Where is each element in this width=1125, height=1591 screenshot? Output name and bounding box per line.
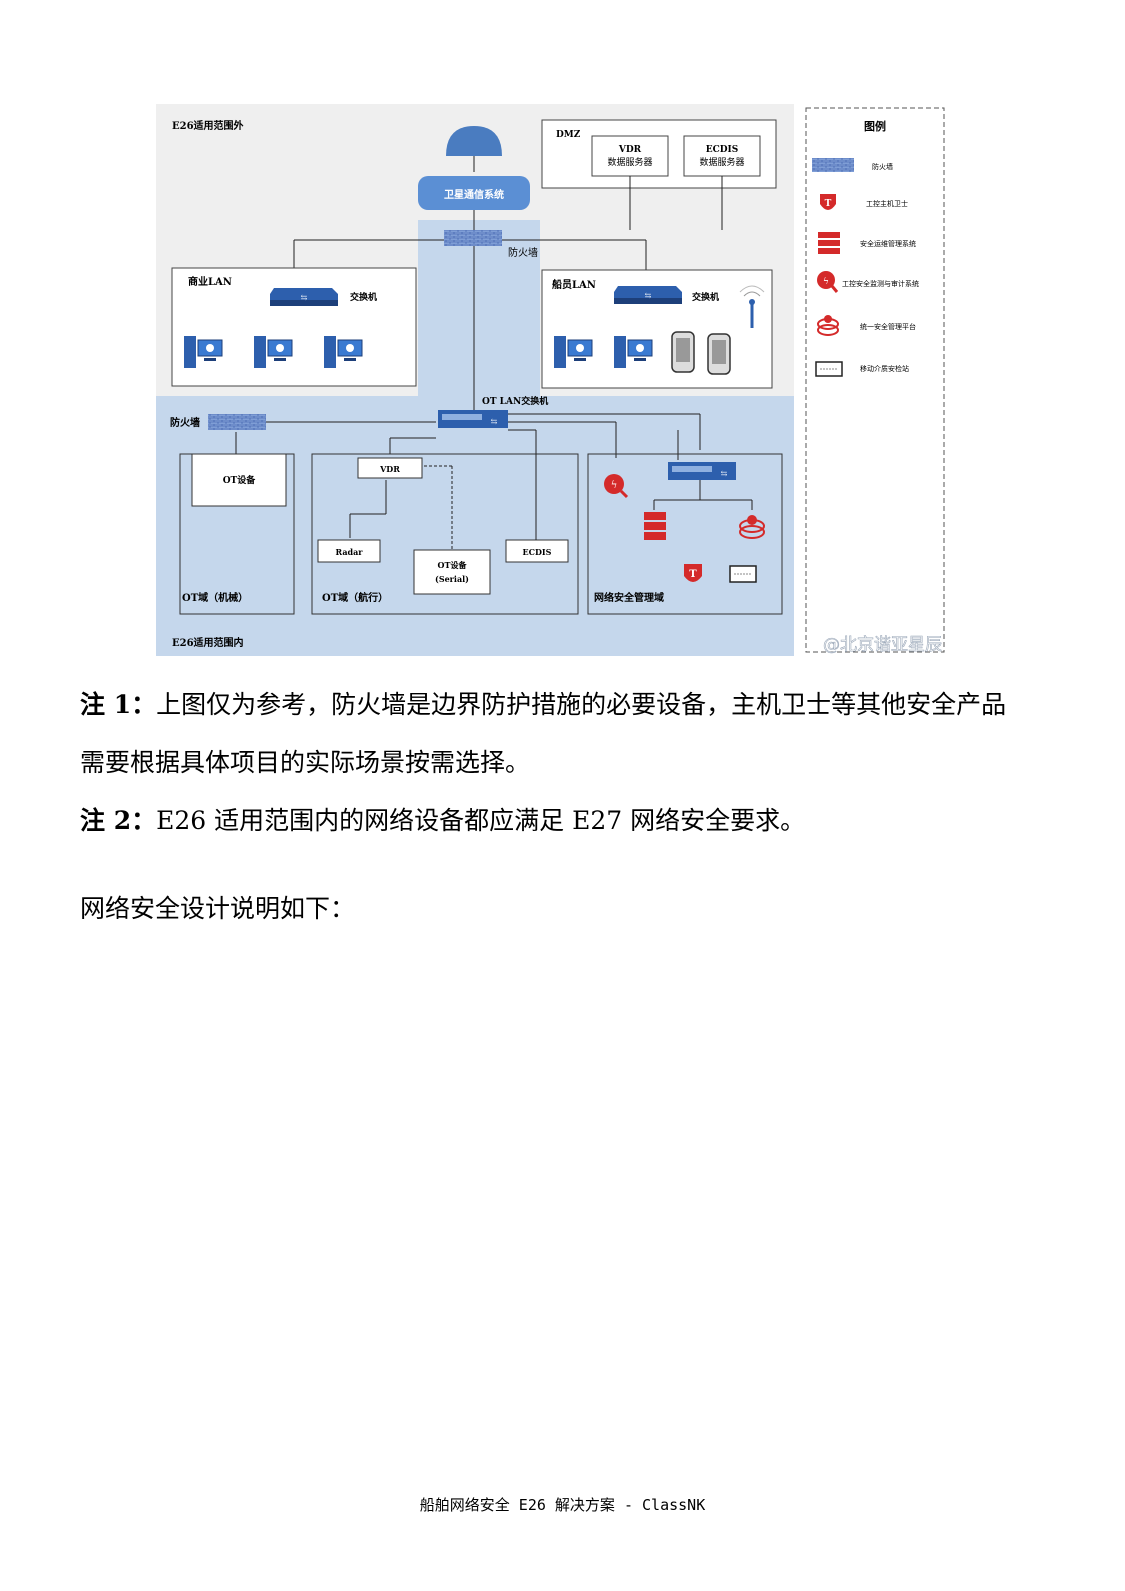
legend-item-label: 安全运维管理系统 bbox=[860, 239, 916, 248]
crew-switch-icon: ⇆ bbox=[614, 286, 682, 304]
commercial-lan-box bbox=[171, 267, 417, 387]
host-guard-icon: T bbox=[684, 564, 702, 582]
page-footer: 船舶网络安全 E26 解决方案 - ClassNK bbox=[419, 1496, 706, 1514]
top-firewall-label: 防火墙 bbox=[508, 246, 538, 259]
workstation-icon bbox=[554, 336, 593, 368]
sec-mgmt-domain-box bbox=[587, 453, 783, 615]
ot-mech-title: OT域（机械） bbox=[182, 591, 248, 604]
note-1-line-2: 需要根据具体项目的实际场景按需选择。 bbox=[80, 748, 531, 777]
audit-icon: ϟ bbox=[817, 271, 839, 293]
vdr-data-server bbox=[591, 135, 669, 177]
svg-text:⇆: ⇆ bbox=[301, 293, 308, 302]
ecdis-device bbox=[505, 539, 569, 563]
satcom-system bbox=[418, 176, 530, 210]
ops-mgmt-icon bbox=[644, 512, 666, 540]
commercial-switch-icon: ⇆ bbox=[270, 288, 338, 306]
note-2-text: E26 适用范围内的网络设备都应满足 E27 网络安全要求。 bbox=[156, 806, 806, 835]
svg-text:T: T bbox=[825, 199, 832, 209]
legend-item-label: 统一安全管理平台 bbox=[860, 322, 916, 331]
vdr-device bbox=[357, 457, 423, 479]
legend-item-label: 防火墙 bbox=[872, 162, 893, 171]
svg-text:T: T bbox=[689, 569, 697, 580]
ot-serial-device bbox=[413, 549, 491, 595]
legend-box bbox=[805, 107, 945, 653]
workstation-icon bbox=[184, 336, 223, 368]
media-check-icon bbox=[815, 361, 843, 377]
ot-nav-domain-box bbox=[311, 453, 579, 615]
design-intro: 网络安全设计说明如下： bbox=[80, 894, 356, 923]
legend-item-label: 移动介质安检站 bbox=[860, 364, 909, 373]
crew-lan-title: 船员LAN bbox=[552, 278, 596, 291]
radar-label: Radar bbox=[335, 547, 363, 557]
outside-scope-title: E26适用范围外 bbox=[172, 119, 244, 132]
crew-switch-label: 交换机 bbox=[692, 291, 719, 303]
watermark: @北京谐亚星辰 bbox=[823, 635, 942, 655]
note-1-line-1: 注 1：上图仅为参考，防火墙是边界防护措施的必要设备，主机卫士等其他安全产品 bbox=[80, 690, 1006, 720]
unified-mgmt-icon bbox=[739, 515, 765, 539]
radar-device bbox=[317, 539, 381, 563]
legend-title: 图例 bbox=[864, 119, 886, 133]
note-1-label: 注 1： bbox=[80, 690, 157, 719]
ecdis-server-label-1: ECDIS bbox=[706, 145, 739, 155]
ot-nav-title: OT域（航行） bbox=[322, 591, 388, 604]
ecdis-label: ECDIS bbox=[523, 547, 552, 557]
satcom-label: 卫星通信系统 bbox=[444, 188, 504, 201]
ot-mech-device-label: OT设备 bbox=[223, 474, 257, 486]
host-guard-icon: T bbox=[820, 194, 836, 210]
note-2-label: 注 2： bbox=[80, 806, 157, 835]
network-security-diagram: E26适用范围外 E26适用范围内 DMZ VDR 数据服务器 ECDIS 数据… bbox=[156, 104, 945, 656]
commercial-switch-label: 交换机 bbox=[350, 291, 377, 303]
ot-lan-switch-label: OT LAN交换机 bbox=[482, 395, 548, 407]
firewall-icon bbox=[812, 158, 854, 172]
legend-item-label: 工控主机卫士 bbox=[866, 199, 908, 208]
commercial-lan-title: 商业LAN bbox=[188, 275, 232, 288]
ecdis-data-server bbox=[683, 135, 761, 177]
media-check-icon bbox=[729, 565, 757, 583]
mobile-phone-icon bbox=[707, 333, 731, 375]
ot-serial-label-2: (Serial) bbox=[435, 574, 469, 584]
inside-scope-title: E26适用范围内 bbox=[172, 636, 244, 649]
satellite-dome-icon bbox=[446, 126, 502, 156]
wireless-ap-icon bbox=[739, 285, 765, 328]
ot-mech-device bbox=[191, 453, 287, 507]
workstation-icon bbox=[254, 336, 293, 368]
note-2: 注 2：E26 适用范围内的网络设备都应满足 E27 网络安全要求。 bbox=[80, 806, 805, 836]
dmz-title: DMZ bbox=[556, 130, 581, 140]
ops-mgmt-icon bbox=[818, 232, 840, 254]
svg-text:⇆: ⇆ bbox=[721, 469, 728, 478]
svg-text:ϟ: ϟ bbox=[823, 277, 829, 287]
note-1-text: 上图仅为参考，防火墙是边界防护措施的必要设备，主机卫士等其他安全产品 bbox=[156, 690, 1007, 719]
top-firewall-icon bbox=[444, 230, 502, 246]
ot-lan-switch-icon: ⇆ bbox=[438, 410, 508, 428]
legend-item-label: 工控安全监测与审计系统 bbox=[842, 279, 919, 288]
svg-text:ϟ: ϟ bbox=[611, 480, 618, 491]
audit-icon: ϟ bbox=[604, 474, 629, 499]
ot-serial-label-1: OT设备 bbox=[438, 560, 468, 570]
svg-text:⇆: ⇆ bbox=[491, 417, 498, 426]
ecdis-server-label-2: 数据服务器 bbox=[699, 156, 744, 168]
svg-text:⇆: ⇆ bbox=[645, 291, 652, 300]
workstation-icon bbox=[614, 336, 653, 368]
left-firewall-icon bbox=[208, 414, 266, 430]
workstation-icon bbox=[324, 336, 363, 368]
left-firewall-label: 防火墙 bbox=[170, 416, 200, 429]
vdr-server-label-1: VDR bbox=[618, 145, 642, 155]
sec-mgmt-title: 网络安全管理域 bbox=[594, 591, 664, 604]
mobile-phone-icon bbox=[671, 331, 695, 373]
vdr-device-label: VDR bbox=[379, 464, 400, 474]
sec-switch-icon: ⇆ bbox=[668, 462, 736, 480]
vdr-server-label-2: 数据服务器 bbox=[607, 156, 652, 168]
unified-mgmt-icon bbox=[817, 315, 839, 336]
